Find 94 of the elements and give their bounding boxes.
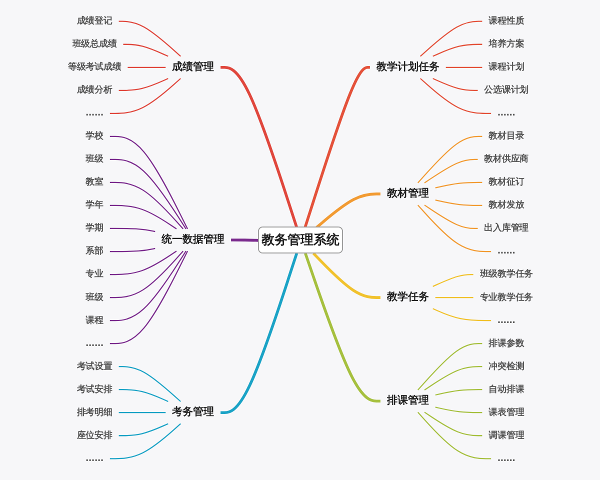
connector <box>315 192 380 229</box>
connector <box>432 78 478 91</box>
node-text: 班级 <box>85 292 103 302</box>
node-text: …… <box>497 314 515 326</box>
connector <box>118 20 180 57</box>
node-text: 教材管理 <box>386 188 428 200</box>
node-text: …… <box>85 108 103 118</box>
connector <box>419 20 482 57</box>
connector <box>434 389 482 396</box>
node-text: 成绩分析 <box>76 84 112 96</box>
node-text: 教材目录 <box>488 130 524 142</box>
node-text: 课程 <box>85 314 103 326</box>
node-text: 排课参数 <box>488 338 524 348</box>
connector <box>118 412 166 414</box>
node-text: 考试安排 <box>76 384 112 394</box>
connector <box>118 78 168 91</box>
node-text: 课程性质 <box>488 16 524 26</box>
connector <box>109 423 180 460</box>
node-text: 座位安排 <box>76 430 112 440</box>
node-text: 培养方案 <box>488 38 524 50</box>
connector <box>434 296 473 298</box>
node-text: 等级考试成绩 <box>67 62 121 72</box>
connector <box>109 158 186 230</box>
node-text: 学年 <box>85 200 103 210</box>
connector <box>416 343 482 390</box>
node-text: …… <box>85 338 103 348</box>
connector <box>416 136 482 184</box>
node-text: 教学任务 <box>386 291 428 304</box>
node-text: 学校 <box>85 130 103 142</box>
connector <box>432 308 491 322</box>
node-text: 教材供应商 <box>484 154 528 164</box>
connector <box>118 366 180 402</box>
node-text: 成绩管理 <box>172 61 214 74</box>
node-text: …… <box>497 108 515 118</box>
connector <box>304 252 380 403</box>
node-text: 教材征订 <box>488 176 524 188</box>
node-text: 班级总成绩 <box>72 38 116 50</box>
node-text: 公选课计划 <box>484 84 528 96</box>
connector <box>312 252 380 299</box>
connector <box>220 252 298 414</box>
node-text: 教学计划任务 <box>376 61 439 74</box>
node-text: 成绩登记 <box>76 16 112 26</box>
node-text: …… <box>497 452 515 464</box>
connector <box>424 158 478 184</box>
node-text: 专业 <box>85 268 103 280</box>
connector <box>419 78 491 114</box>
node-text: 冲突检测 <box>488 360 524 372</box>
connector <box>434 200 482 206</box>
connector <box>434 182 482 188</box>
connector <box>109 250 184 298</box>
node-text: 班级 <box>85 154 103 164</box>
connector <box>127 66 166 68</box>
connector <box>118 423 168 436</box>
connector <box>424 204 478 230</box>
connector <box>434 406 482 414</box>
node-text: …… <box>497 246 515 256</box>
connector <box>230 238 258 242</box>
connector <box>109 204 176 230</box>
connector <box>424 366 482 390</box>
node-text: 课程计划 <box>488 62 524 72</box>
node-text: 教室 <box>85 176 103 188</box>
connector <box>109 250 176 276</box>
connector <box>445 66 482 68</box>
connector <box>416 204 491 252</box>
node-text: 教材发放 <box>488 200 524 210</box>
node-text: 调课管理 <box>488 430 524 440</box>
node-text: 排考明细 <box>76 406 112 418</box>
node-text: 考试设置 <box>76 360 112 372</box>
node-text: 课表管理 <box>488 406 524 418</box>
connector <box>432 274 473 287</box>
connector <box>109 250 186 322</box>
connector <box>109 78 180 114</box>
connector <box>109 248 155 252</box>
node-text: 专业教学任务 <box>479 292 533 302</box>
node-text: 班级教学任务 <box>479 268 533 280</box>
node-text: 排课管理 <box>386 394 428 407</box>
node-text: 自动排课 <box>488 384 524 394</box>
connector <box>416 412 491 460</box>
node-text: 系部 <box>85 246 103 256</box>
connector <box>432 44 482 57</box>
connector <box>303 66 370 228</box>
node-text: 统一数据管理 <box>161 234 224 246</box>
node-text: 出入库管理 <box>484 222 528 234</box>
connector <box>424 412 482 436</box>
connector <box>122 44 168 57</box>
connector <box>109 182 184 230</box>
connector <box>109 250 188 344</box>
connector <box>109 228 155 232</box>
node-text: …… <box>85 452 103 464</box>
node-text: 学期 <box>85 222 103 234</box>
connector <box>118 389 168 402</box>
connector <box>109 136 188 230</box>
node-text: 考务管理 <box>172 406 214 418</box>
connector <box>220 66 298 228</box>
